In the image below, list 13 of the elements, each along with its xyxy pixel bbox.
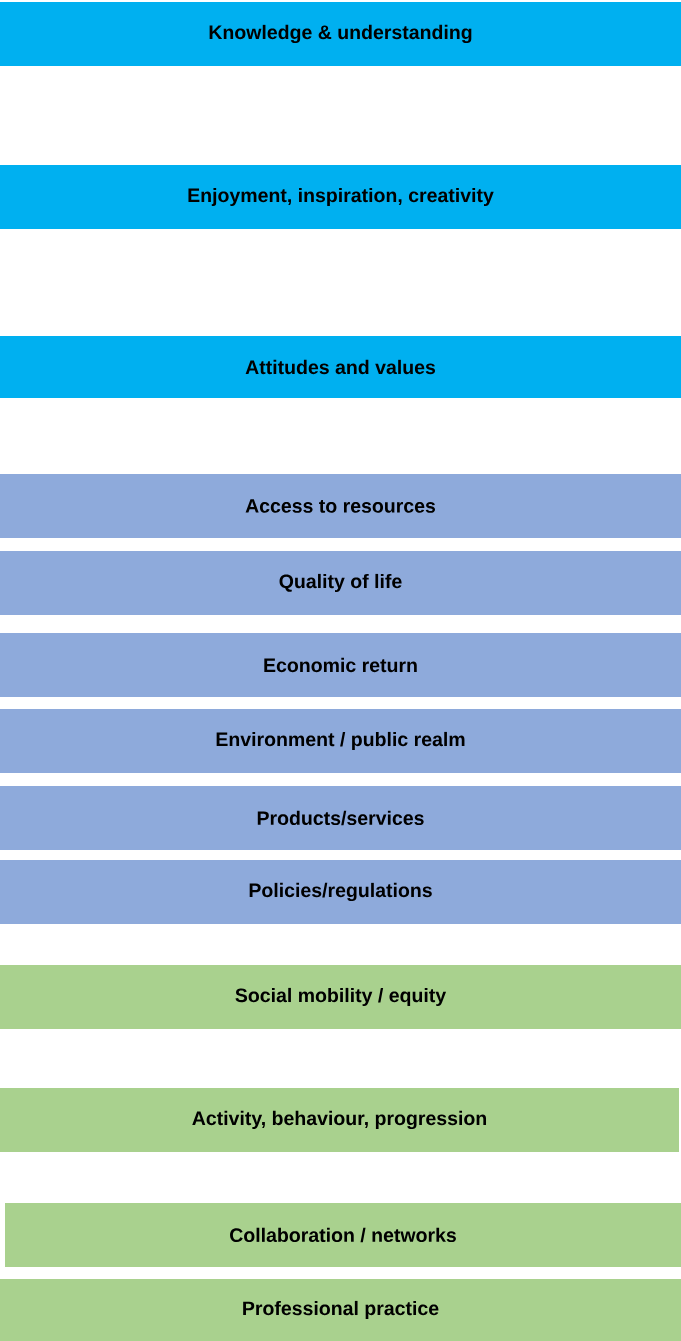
outcome-bar: Quality of life bbox=[0, 551, 681, 615]
outcome-bar: Activity, behaviour, progression bbox=[0, 1088, 679, 1152]
outcome-bar: Collaboration / networks bbox=[5, 1203, 681, 1267]
outcome-bar: Policies/regulations bbox=[0, 860, 681, 924]
outcome-bar: Products/services bbox=[0, 786, 681, 850]
outcome-bar: Access to resources bbox=[0, 474, 681, 538]
outcome-bar: Knowledge & understanding bbox=[0, 2, 681, 66]
outcome-bar: Professional practice bbox=[0, 1279, 681, 1341]
outcome-bar: Enjoyment, inspiration, creativity bbox=[0, 165, 681, 229]
outcome-bar: Attitudes and values bbox=[0, 336, 681, 398]
outcome-bar: Economic return bbox=[0, 633, 681, 697]
outcome-bar: Environment / public realm bbox=[0, 709, 681, 773]
outcome-bar: Social mobility / equity bbox=[0, 965, 681, 1029]
